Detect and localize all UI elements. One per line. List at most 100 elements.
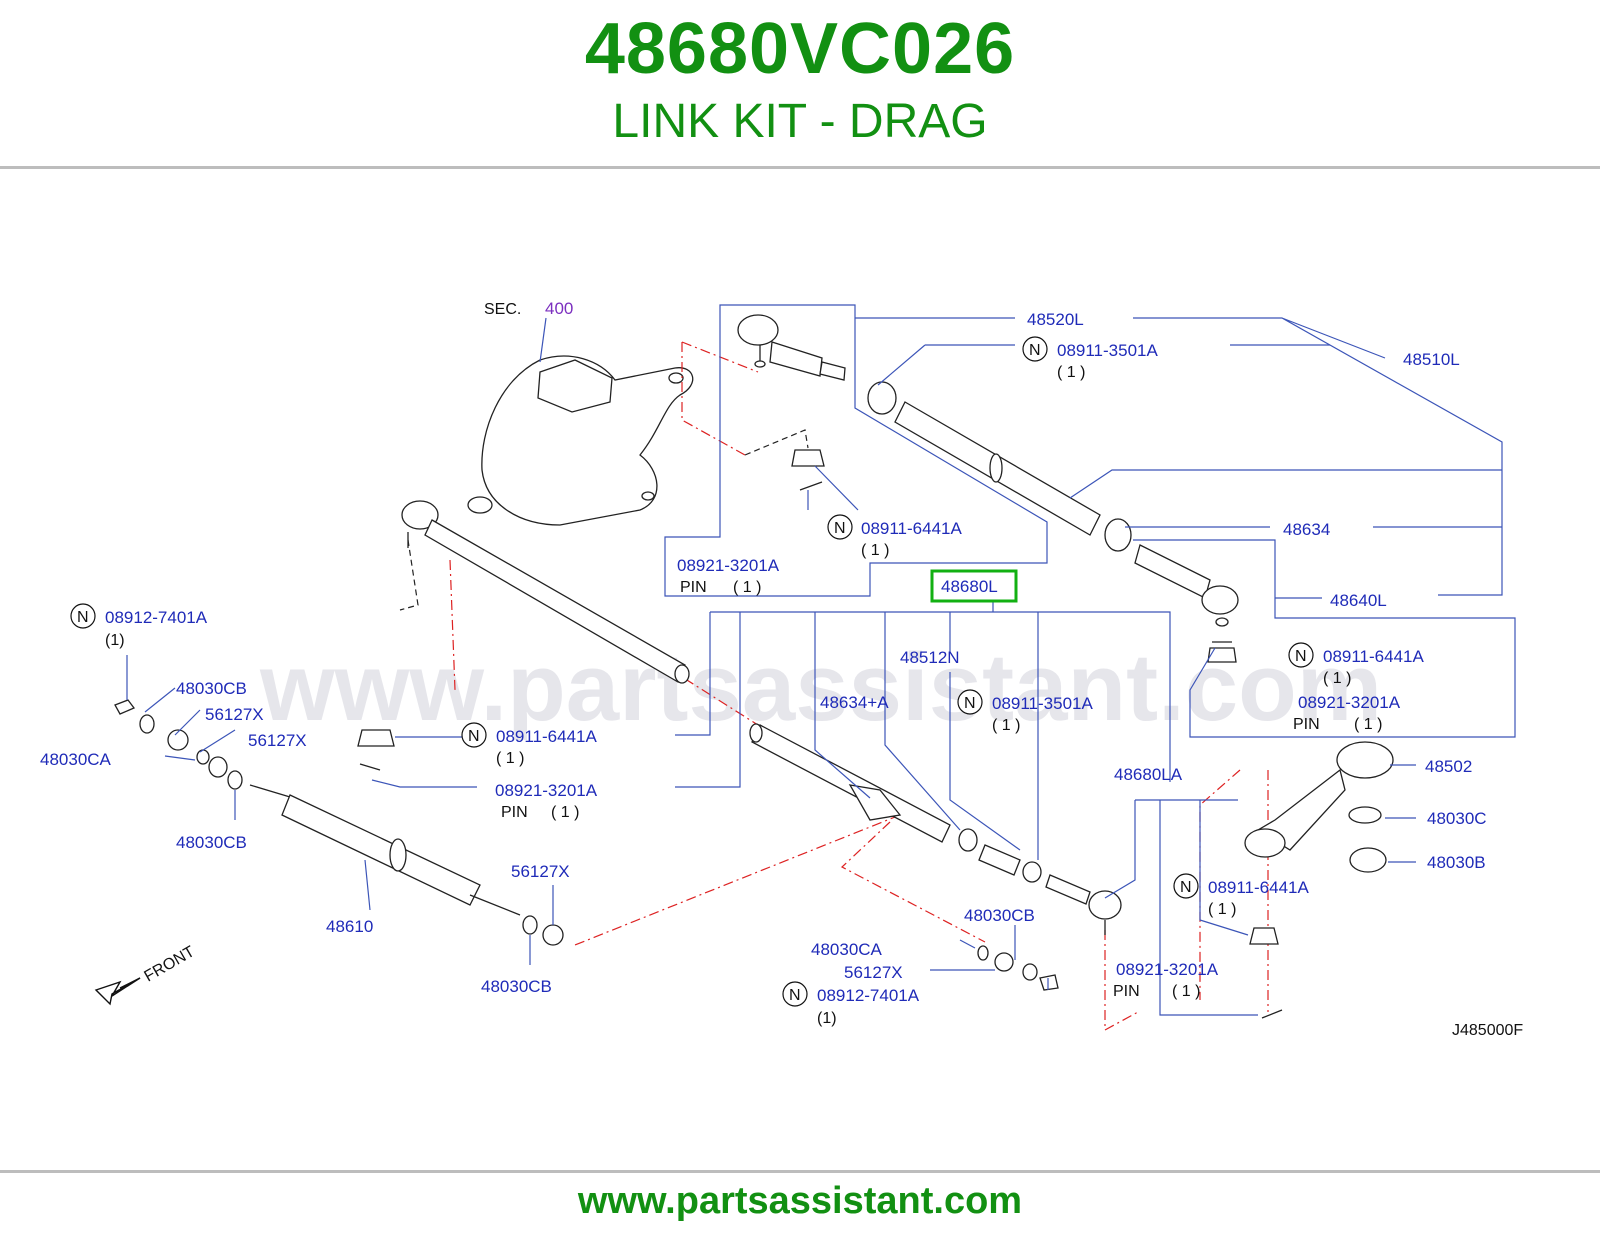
n-mark: N — [1180, 879, 1192, 896]
label-48030CB-left-top[interactable]: 48030CB — [176, 679, 247, 698]
label-48520L[interactable]: 48520L — [1027, 310, 1084, 329]
sec-prefix-label: SEC. — [484, 301, 521, 318]
callout-6441-right-upper: N 08911-6441A ( 1 ) — [1288, 642, 1424, 687]
label-48030CA-left[interactable]: 48030CA — [40, 750, 112, 769]
label-48634-plus-A[interactable]: 48634+A — [820, 693, 889, 712]
qty-6441-left: ( 1 ) — [496, 750, 524, 767]
label-48680LA[interactable]: 48680LA — [1114, 765, 1183, 784]
label-56127X-left-2[interactable]: 56127X — [248, 731, 307, 750]
cotter-pin-upper — [799, 481, 823, 491]
header-divider — [0, 166, 1600, 169]
callout-6441-left: N 08911-6441A ( 1 ) — [461, 722, 597, 767]
callout-7401-left: N 08912-7401A (1) — [70, 603, 208, 649]
part-name-subtitle: LINK KIT - DRAG — [612, 95, 988, 148]
n-mark: N — [77, 609, 89, 626]
label-08912-7401A-link[interactable]: 08912-7401A — [817, 986, 920, 1005]
label-08911-6441A-right-lower[interactable]: 08911-6441A — [1208, 878, 1309, 897]
qty-pin-right-lower: ( 1 ) — [1172, 983, 1200, 1000]
tie-rod-end-lower — [1134, 544, 1239, 663]
label-48640L[interactable]: 48640L — [1330, 591, 1387, 610]
label-48030CB-link[interactable]: 48030CB — [964, 906, 1035, 925]
cotter-pin-right — [1261, 1009, 1283, 1019]
n-mark: N — [964, 695, 976, 712]
front-label: FRONT — [142, 943, 198, 985]
label-08911-3501A-upper[interactable]: 08911-3501A — [1057, 341, 1158, 360]
label-08921-3201A-upper[interactable]: 08921-3201A — [677, 556, 780, 575]
label-48030C[interactable]: 48030C — [1427, 809, 1487, 828]
footer-divider — [0, 1170, 1600, 1173]
cotter-pin-left — [359, 763, 381, 771]
label-56127X-left-1[interactable]: 56127X — [205, 705, 264, 724]
pin-word-left: PIN — [501, 804, 528, 821]
front-arrow — [94, 977, 141, 1006]
qty-7401-link: (1) — [817, 1010, 837, 1027]
label-48510L[interactable]: 48510L — [1403, 350, 1460, 369]
label-56127X-link[interactable]: 56127X — [844, 963, 903, 982]
callout-pin-right-lower: 08921-3201A PIN ( 1 ) — [1113, 960, 1219, 1000]
label-08921-3201A-left[interactable]: 08921-3201A — [495, 781, 598, 800]
pitman-arm — [1244, 741, 1394, 873]
leaders-link-bushings — [930, 925, 1049, 990]
label-08911-6441A-upper[interactable]: 08911-6441A — [861, 519, 962, 538]
label-48512N[interactable]: 48512N — [900, 648, 960, 667]
label-56127X-damper[interactable]: 56127X — [511, 862, 570, 881]
sec-number-link[interactable]: 400 — [545, 299, 573, 318]
label-08911-6441A-left[interactable]: 08911-6441A — [496, 727, 597, 746]
qty-3501-center: ( 1 ) — [992, 717, 1020, 734]
adjusting-tube-center — [749, 723, 1122, 935]
qty-pin-upper: ( 1 ) — [733, 579, 761, 596]
phantom-line-black — [399, 429, 809, 611]
label-48502[interactable]: 48502 — [1425, 757, 1472, 776]
leader-6441-upper — [807, 465, 859, 511]
footer-website-link[interactable]: www.partsassistant.com — [577, 1180, 1023, 1222]
steering-damper — [249, 784, 521, 916]
callout-pin-right-upper: 08921-3201A PIN ( 1 ) — [1293, 693, 1401, 733]
label-48634[interactable]: 48634 — [1283, 520, 1330, 539]
callout-pin-upper: 08921-3201A PIN ( 1 ) — [677, 556, 780, 596]
page-header: 48680VC026 LINK KIT - DRAG — [0, 0, 1600, 170]
adjusting-tube-upper — [867, 381, 1132, 552]
damper-bushings-right — [522, 915, 564, 946]
castle-nut-left — [357, 729, 395, 747]
leaders-damper — [364, 859, 554, 965]
qty-6441-upper: ( 1 ) — [861, 542, 889, 559]
callout-3501-upper: N 08911-3501A ( 1 ) — [1022, 336, 1158, 381]
label-08911-3501A-center[interactable]: 08911-3501A — [992, 694, 1093, 713]
label-08912-7401A-left[interactable]: 08912-7401A — [105, 608, 208, 627]
callout-pin-left: 08921-3201A PIN ( 1 ) — [495, 781, 598, 821]
pin-word-right-lower: PIN — [1113, 983, 1140, 1000]
leaders-left-hardware — [126, 655, 236, 820]
part-number-title: 48680VC026 — [584, 9, 1016, 89]
label-08921-3201A-right-upper[interactable]: 08921-3201A — [1298, 693, 1401, 712]
label-48030CB-left-bottom[interactable]: 48030CB — [176, 833, 247, 852]
callout-7401-link: N 08912-7401A (1) — [782, 981, 920, 1027]
callout-48680L-highlight[interactable]: 48680L — [930, 569, 1018, 603]
label-08921-3201A-right-lower[interactable]: 08921-3201A — [1116, 960, 1219, 979]
callout-3501-center: N 08911-3501A ( 1 ) — [957, 689, 1093, 734]
drawing-code: J485000F — [1452, 1022, 1523, 1039]
bracket-48680LA — [1104, 799, 1258, 1016]
label-48680L[interactable]: 48680L — [941, 577, 998, 596]
watermark-text: www.partsassistant.com — [259, 634, 1382, 741]
label-48030CB-damper[interactable]: 48030CB — [481, 977, 552, 996]
qty-pin-right-upper: ( 1 ) — [1354, 716, 1382, 733]
castle-nut-upper — [791, 449, 825, 467]
qty-7401-left: (1) — [105, 632, 125, 649]
bracket-48680L — [675, 600, 1171, 860]
label-48030CA-link[interactable]: 48030CA — [811, 940, 883, 959]
sec-leader — [539, 317, 547, 363]
tie-rod-end-upper — [737, 314, 846, 381]
bracket-48640L — [1133, 539, 1516, 738]
label-08911-6441A-right-upper[interactable]: 08911-6441A — [1323, 647, 1424, 666]
callout-6441-upper: N 08911-6441A ( 1 ) — [827, 514, 962, 559]
steering-gear-housing — [467, 355, 694, 526]
pin-word-upper: PIN — [680, 579, 707, 596]
n-mark: N — [1029, 342, 1041, 359]
qty-6441-right-lower: ( 1 ) — [1208, 901, 1236, 918]
label-48610[interactable]: 48610 — [326, 917, 373, 936]
callout-6441-right-lower: N 08911-6441A ( 1 ) — [1173, 873, 1309, 918]
leaders-pitman-parts — [1385, 764, 1416, 863]
label-48030B[interactable]: 48030B — [1427, 853, 1486, 872]
bracket-48510L — [1069, 317, 1503, 596]
